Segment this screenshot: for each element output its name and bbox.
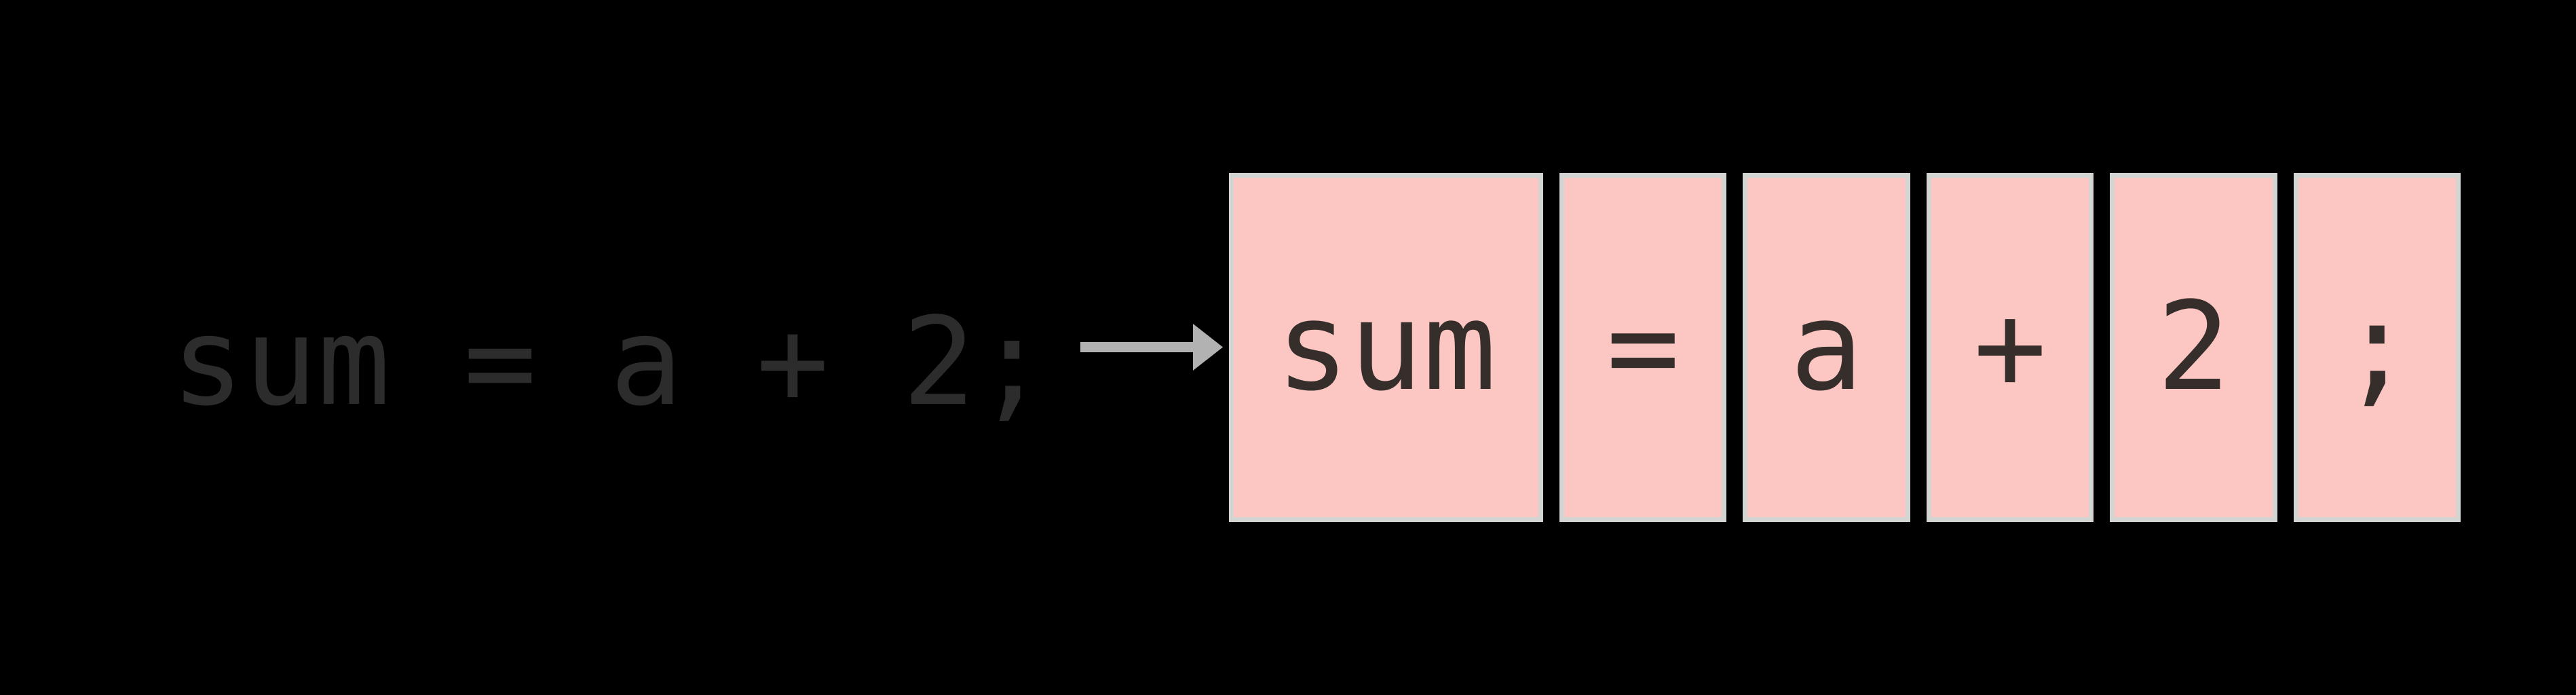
source-code-text: sum = a + 2; bbox=[171, 292, 1049, 433]
token-box: sum bbox=[1229, 173, 1544, 522]
arrow-shaft bbox=[1080, 342, 1197, 352]
right-arrow-icon bbox=[1080, 324, 1223, 371]
token-label: + bbox=[1973, 276, 2047, 418]
token-box: ; bbox=[2293, 173, 2461, 522]
token-label: = bbox=[1606, 276, 1680, 418]
token-label: ; bbox=[2340, 276, 2414, 418]
token-label: sum bbox=[1276, 276, 1497, 418]
token-box: = bbox=[1559, 173, 1727, 522]
token-label: 2 bbox=[2157, 276, 2231, 418]
arrow-head bbox=[1193, 324, 1223, 371]
token-box: + bbox=[1926, 173, 2094, 522]
token-label: a bbox=[1789, 276, 1863, 418]
token-box: 2 bbox=[2110, 173, 2277, 522]
token-box: a bbox=[1743, 173, 1910, 522]
token-row: sum = a +2; bbox=[1229, 173, 2461, 522]
